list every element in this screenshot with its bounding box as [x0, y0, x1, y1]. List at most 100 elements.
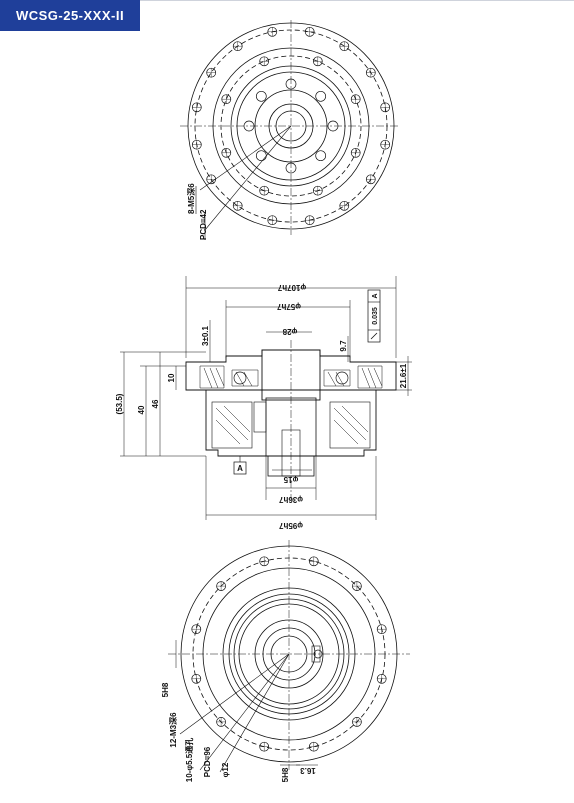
bottom-ring-3 [228, 593, 350, 715]
thread-label: 12-M3深6 [168, 712, 178, 748]
bottom-ring-5 [238, 603, 340, 705]
inner-bolt-hole [285, 78, 297, 90]
bottom-bolt-hole-cross [377, 624, 387, 634]
bolt-label: 8-M5深6 [186, 183, 196, 214]
outer-circle [187, 22, 395, 230]
outer-bolt-hole-cross [339, 201, 349, 211]
mid-bolt-hole-cross [259, 56, 269, 66]
mid-bolt-hole-cross [221, 94, 231, 104]
bore [281, 429, 301, 477]
bottom-pcd [192, 557, 386, 751]
mid-bolt-hole-cross [313, 56, 323, 66]
bottom-hole-ring [191, 556, 387, 752]
outer-dia-label: φ107h7 [277, 283, 306, 292]
bottom-bolt-hole-cross [216, 581, 226, 591]
bore-outer [268, 103, 314, 149]
keyway [311, 645, 321, 663]
dim-16-3-label: 16.3 [300, 766, 316, 775]
outer-bolt-hole-cross [192, 140, 202, 150]
bottom-bolt-hole-cross [191, 674, 201, 684]
leader-line-1 [199, 125, 292, 191]
bearing-ball-right [335, 371, 349, 385]
bottom-bolt-hole-cross [309, 556, 319, 566]
leader-line-2 [204, 125, 292, 231]
bore-dia-label: φ15 [283, 475, 298, 484]
bottom-view: 5H8 12-M3深6 10-φ5.5通孔 PCD=96 φ12 5H8 16.… [161, 540, 410, 782]
outer-bolt-hole-cross [305, 215, 315, 225]
flatness-frame [367, 289, 381, 343]
top-rule [0, 0, 574, 1]
dim-9-7-label: 9.7 [339, 340, 348, 352]
outer-bolt-hole-cross [339, 41, 349, 51]
bolt-circle-outer [194, 29, 388, 223]
bottom-ring-6 [254, 619, 324, 689]
bottom-bolt-hole-cross [309, 742, 319, 752]
outer-bolt-hole-cross [206, 68, 216, 78]
screw-left [253, 401, 267, 433]
bottom-ring-4 [233, 598, 345, 710]
hole-label: 10-φ5.5通孔 [184, 738, 194, 782]
inner-bolt-hole [243, 120, 255, 132]
inner-bolt-hole [285, 162, 297, 174]
bottom-leader-3 [219, 653, 290, 773]
mid-bolt-hole-cross [351, 148, 361, 158]
keyway-dia-label: φ12 [221, 762, 230, 777]
hub-dia-label: φ28 [282, 327, 297, 336]
inner-bolt-hole [255, 150, 267, 162]
inner-bolt-hole [255, 90, 267, 102]
mid-bolt-hole-cross [351, 94, 361, 104]
hub-circle-3 [254, 89, 328, 163]
bottom-bore [270, 635, 308, 673]
bottom-ring-7 [262, 627, 316, 681]
wave-gen-right [329, 401, 371, 449]
housing-body [205, 389, 377, 457]
outer-bolt-hole-cross [233, 41, 243, 51]
overall-label: (53.5) [115, 393, 124, 414]
hub-circle-1 [230, 65, 352, 187]
pcd-label: PCD=42 [199, 209, 208, 240]
hub-circle-2 [236, 71, 346, 181]
outer-bolt-hole-cross [380, 140, 390, 150]
outer-bolt-hole-cross [192, 102, 202, 112]
mid-bolt-hole-cross [221, 148, 231, 158]
bottom-bolt-hole-cross [352, 581, 362, 591]
outer-bolt-hole-cross [380, 102, 390, 112]
bottom-bolt-hole-cross [216, 717, 226, 727]
boss-dia-label: φ36h7 [278, 495, 303, 504]
body-dia-label: φ95h7 [278, 521, 303, 530]
outer-bolt-hole-cross [267, 27, 277, 37]
dim-3-label: 3±0.1 [201, 325, 210, 346]
flange-dia-label: φ57h7 [276, 302, 301, 311]
bottom-ring-2 [222, 587, 356, 721]
bottom-ring-1 [202, 567, 376, 741]
mid-bolt-hole-cross [313, 186, 323, 196]
outer-bolt-hole-cross [233, 201, 243, 211]
bottom-outer [180, 545, 398, 763]
bottom-bolt-hole-cross [191, 624, 201, 634]
mid-bolt-hole-cross [259, 186, 269, 196]
outer-bolt-hole-cross [366, 68, 376, 78]
top-view: 8-M5深6 PCD=42 [180, 20, 400, 240]
datum-label: A [237, 464, 243, 473]
inner-bolt-hole [315, 150, 327, 162]
datum-box [233, 461, 247, 475]
bottom-bolt-hole-cross [259, 742, 269, 752]
bottom-bolt-hole-cross [377, 674, 387, 684]
dim-10-label: 10 [167, 373, 176, 382]
model-badge: WCSG-25-XXX-II [0, 0, 140, 31]
bottom-leader-1 [179, 653, 290, 735]
bearing-ball-left [233, 371, 247, 385]
key-width-label: 5H8 [281, 767, 290, 782]
hatch-lower [215, 405, 369, 445]
pcd-96-label: PCD=96 [203, 746, 212, 777]
hatching [199, 365, 383, 389]
pin-fit-label: 5H8 [161, 682, 170, 697]
wave-gen-left [211, 401, 253, 449]
bottom-bolt-hole-cross [352, 717, 362, 727]
dim-46-label: 46 [151, 399, 160, 408]
outer-bolt-hole-cross [267, 215, 277, 225]
pin-hole [313, 649, 323, 659]
bore-inner [275, 110, 307, 142]
inner-hole-ring [243, 78, 339, 174]
